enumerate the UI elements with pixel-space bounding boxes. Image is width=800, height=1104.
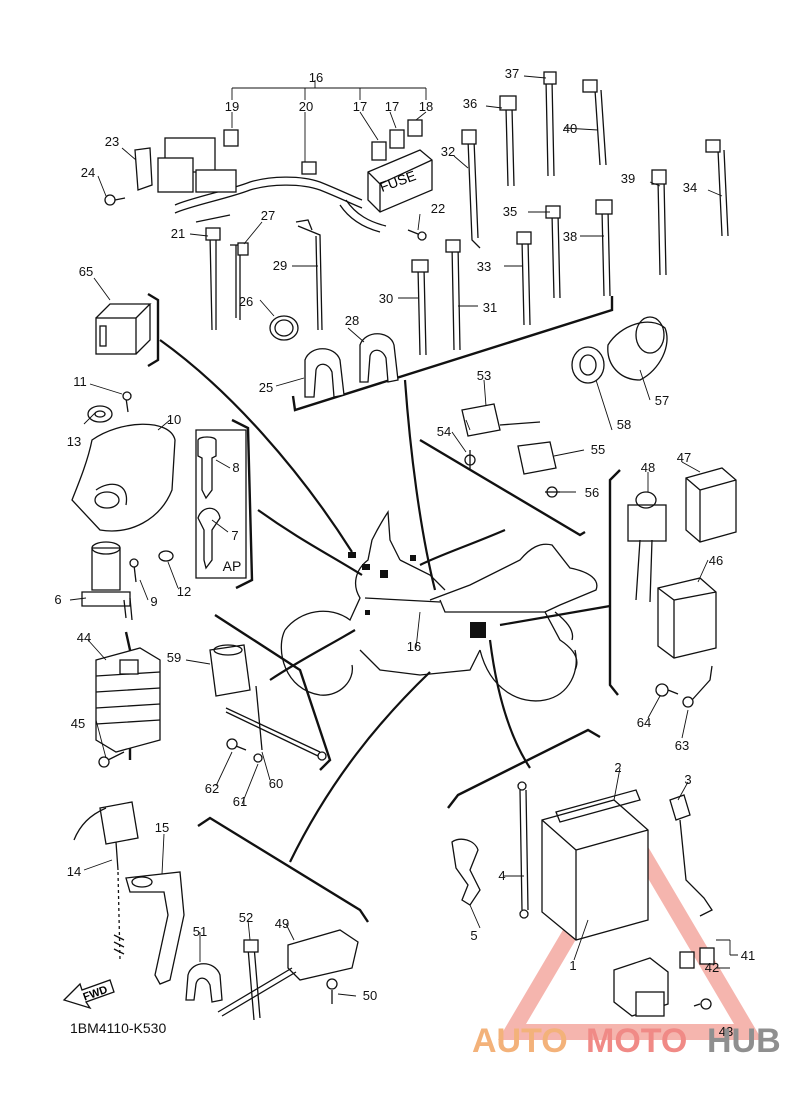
callout-49: 49 <box>275 916 289 931</box>
callout-21: 21 <box>171 226 185 241</box>
callout-61: 61 <box>233 794 247 809</box>
watermark-hub: HUB <box>707 1022 781 1060</box>
callout-57: 57 <box>655 393 669 408</box>
callout-20: 20 <box>299 99 313 114</box>
right-side-parts <box>461 316 737 708</box>
callout-32: 32 <box>441 144 455 159</box>
fwd-label: FWD <box>82 984 110 1004</box>
callout-45: 45 <box>71 716 85 731</box>
callout-31: 31 <box>483 300 497 315</box>
watermark-moto: MOTO <box>586 1022 687 1060</box>
watermark-logo: AUTO MOTO HUB <box>472 1022 781 1060</box>
callout-40: 40 <box>563 121 577 136</box>
callout-18: 18 <box>419 99 433 114</box>
left-side-parts <box>71 303 327 768</box>
callout-36: 36 <box>463 96 477 111</box>
callout-59: 59 <box>167 650 181 665</box>
ap-label: AP <box>223 558 242 574</box>
callout-62: 62 <box>205 781 219 796</box>
watermark-auto: AUTO <box>472 1022 568 1060</box>
location-arrows <box>159 339 611 863</box>
callout-26: 26 <box>239 294 253 309</box>
callout-19: 19 <box>225 99 239 114</box>
fwd-arrow: FWD <box>62 979 115 1010</box>
callout-22: 22 <box>431 201 445 216</box>
callout-25: 25 <box>259 380 273 395</box>
callout-14: 14 <box>67 864 81 879</box>
callout-58: 58 <box>617 417 631 432</box>
callout-4: 4 <box>498 868 505 883</box>
callout-65: 65 <box>79 264 93 279</box>
leader-lines <box>69 75 723 997</box>
callout-5: 5 <box>470 928 477 943</box>
top-cluster-parts <box>104 71 729 398</box>
callout-12: 12 <box>177 584 191 599</box>
callout-41: 41 <box>741 948 755 963</box>
callout-42: 42 <box>705 960 719 975</box>
callout-37: 37 <box>505 66 519 81</box>
callout-16-center: 16 <box>407 639 421 654</box>
callout-numbers: 1 2 3 4 5 6 7 8 9 10 11 12 13 14 15 16 1… <box>54 66 755 1039</box>
callout-54: 54 <box>437 424 451 439</box>
callout-15: 15 <box>155 820 169 835</box>
callout-52: 52 <box>239 910 253 925</box>
diagram-code: 1BM4110-K530 <box>70 1020 166 1036</box>
callout-2: 2 <box>614 760 621 775</box>
callout-48: 48 <box>641 460 655 475</box>
callout-47: 47 <box>677 450 691 465</box>
callout-43: 43 <box>719 1024 733 1039</box>
callout-10: 10 <box>167 412 181 427</box>
callout-11: 11 <box>73 374 87 389</box>
callout-33: 33 <box>477 259 491 274</box>
callout-17a: 17 <box>353 99 367 114</box>
callout-51: 51 <box>193 924 207 939</box>
callout-6: 6 <box>54 592 61 607</box>
callout-35: 35 <box>503 204 517 219</box>
callout-3: 3 <box>684 772 691 787</box>
callout-17b: 17 <box>385 99 399 114</box>
callout-60: 60 <box>269 776 283 791</box>
callout-53: 53 <box>477 368 491 383</box>
wire-harness <box>174 80 427 233</box>
callout-34: 34 <box>683 180 697 195</box>
callout-50: 50 <box>363 988 377 1003</box>
callout-29: 29 <box>273 258 287 273</box>
callout-63: 63 <box>675 738 689 753</box>
callout-56: 56 <box>585 485 599 500</box>
callout-7: 7 <box>231 528 238 543</box>
callout-39: 39 <box>621 171 635 186</box>
callout-8: 8 <box>232 460 239 475</box>
callout-24: 24 <box>81 165 95 180</box>
callout-55: 55 <box>591 442 605 457</box>
motorcycle-outline <box>280 510 598 702</box>
callout-16: 16 <box>309 70 323 85</box>
callout-9: 9 <box>150 594 157 609</box>
bottom-parts <box>73 781 738 1021</box>
callout-38: 38 <box>563 229 577 244</box>
callout-27: 27 <box>261 208 275 223</box>
callout-30: 30 <box>379 291 393 306</box>
callout-23: 23 <box>105 134 119 149</box>
callout-1: 1 <box>569 958 576 973</box>
callout-28: 28 <box>345 313 359 328</box>
callout-64: 64 <box>637 715 651 730</box>
callout-13: 13 <box>67 434 81 449</box>
callout-44: 44 <box>77 630 91 645</box>
callout-46: 46 <box>709 553 723 568</box>
